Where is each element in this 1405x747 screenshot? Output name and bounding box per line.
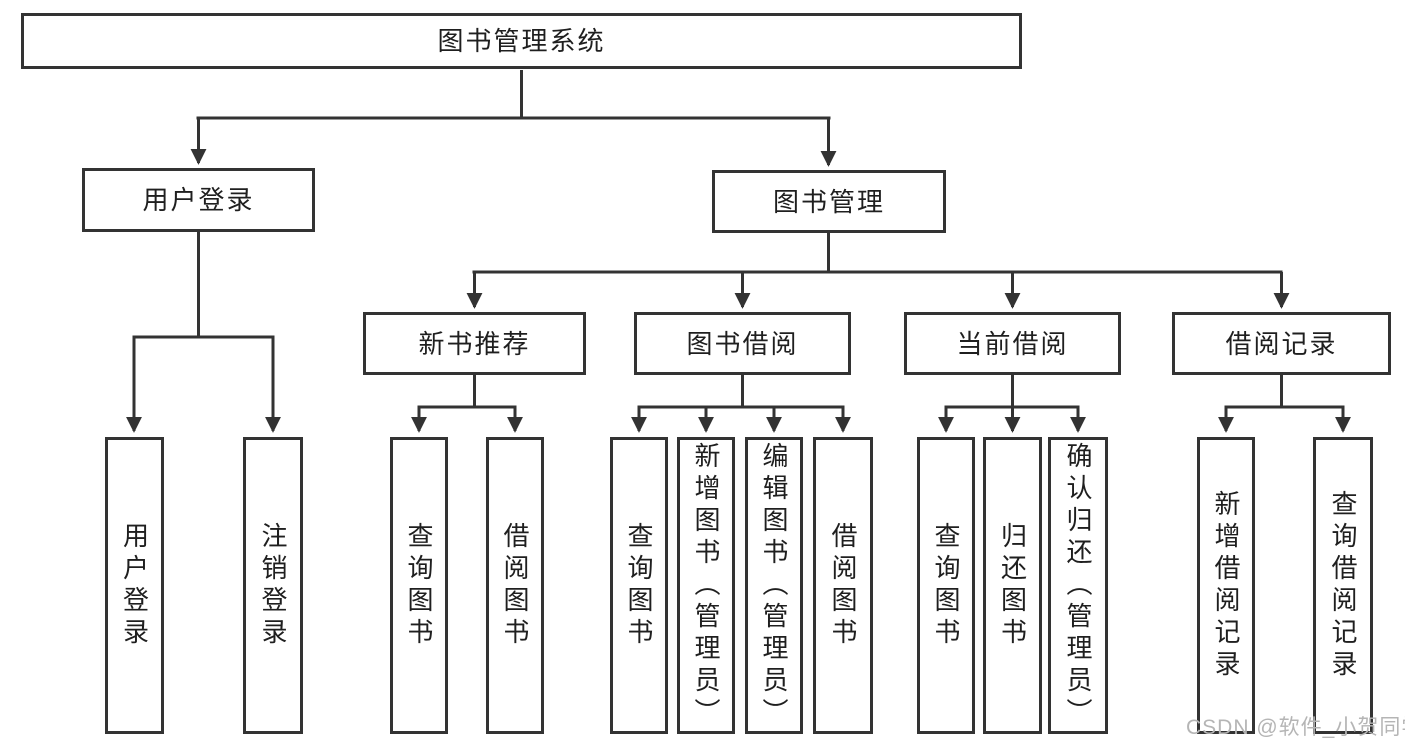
leaf-return-book: 归还图书 bbox=[983, 437, 1042, 734]
node-new-book-recommend: 新书推荐 bbox=[363, 312, 586, 375]
leaf-user-login: 用户登录 bbox=[105, 437, 164, 734]
leaf-add-borrow-record: 新增借阅记录 bbox=[1197, 437, 1255, 734]
node-borrowing-records-label: 借阅记录 bbox=[1225, 328, 1338, 359]
leaf-query-books-borrow: 查询图书 bbox=[610, 437, 668, 734]
leaf-add-borrow-record-label: 新增借阅记录 bbox=[1211, 489, 1241, 682]
node-user-login-label: 用户登录 bbox=[142, 185, 255, 215]
csdn-watermark: CSDN @软件_小贺同学 bbox=[1186, 716, 1405, 739]
node-current-borrowing-label: 当前借阅 bbox=[956, 328, 1069, 359]
connectors-group bbox=[126, 70, 1351, 433]
leaf-return-book-label: 归还图书 bbox=[997, 521, 1028, 650]
leaf-user-login-label: 用户登录 bbox=[119, 521, 150, 650]
leaf-query-books-recommend: 查询图书 bbox=[390, 437, 448, 734]
node-library-management-system-label: 图书管理系统 bbox=[437, 26, 606, 56]
leaf-confirm-return-admin: 确认归还（管理员） bbox=[1048, 437, 1108, 734]
leaf-logout: 注销登录 bbox=[243, 437, 303, 734]
node-user-login: 用户登录 bbox=[82, 168, 315, 232]
leaf-borrow-books-recommend-label: 借阅图书 bbox=[500, 521, 530, 650]
node-book-management: 图书管理 bbox=[712, 170, 946, 233]
leaf-logout-label: 注销登录 bbox=[258, 521, 288, 650]
leaf-query-books-current-label: 查询图书 bbox=[931, 521, 961, 650]
node-borrowing-records: 借阅记录 bbox=[1172, 312, 1391, 375]
leaf-confirm-return-admin-label: 确认归还（管理员） bbox=[1063, 441, 1093, 730]
leaf-query-books-current: 查询图书 bbox=[917, 437, 975, 734]
node-book-borrowing: 图书借阅 bbox=[634, 312, 851, 375]
node-book-borrowing-label: 图书借阅 bbox=[686, 328, 799, 359]
node-book-management-label: 图书管理 bbox=[772, 186, 885, 217]
leaf-borrow-books-recommend: 借阅图书 bbox=[486, 437, 544, 734]
leaf-query-borrow-record-label: 查询借阅记录 bbox=[1328, 489, 1358, 682]
node-library-management-system: 图书管理系统 bbox=[21, 13, 1022, 69]
leaf-add-book-admin: 新增图书（管理员） bbox=[677, 437, 735, 734]
leaf-edit-book-admin-label: 编辑图书（管理员） bbox=[759, 441, 789, 730]
leaf-query-books-recommend-label: 查询图书 bbox=[404, 521, 434, 650]
leaf-edit-book-admin: 编辑图书（管理员） bbox=[745, 437, 803, 734]
leaf-query-books-borrow-label: 查询图书 bbox=[624, 521, 654, 650]
leaf-query-borrow-record: 查询借阅记录 bbox=[1313, 437, 1373, 734]
leaf-borrow-books-borrow-label: 借阅图书 bbox=[828, 521, 858, 650]
node-current-borrowing: 当前借阅 bbox=[904, 312, 1121, 375]
leaf-borrow-books-borrow: 借阅图书 bbox=[813, 437, 873, 734]
node-new-book-recommend-label: 新书推荐 bbox=[418, 328, 531, 359]
leaf-add-book-admin-label: 新增图书（管理员） bbox=[691, 441, 721, 730]
